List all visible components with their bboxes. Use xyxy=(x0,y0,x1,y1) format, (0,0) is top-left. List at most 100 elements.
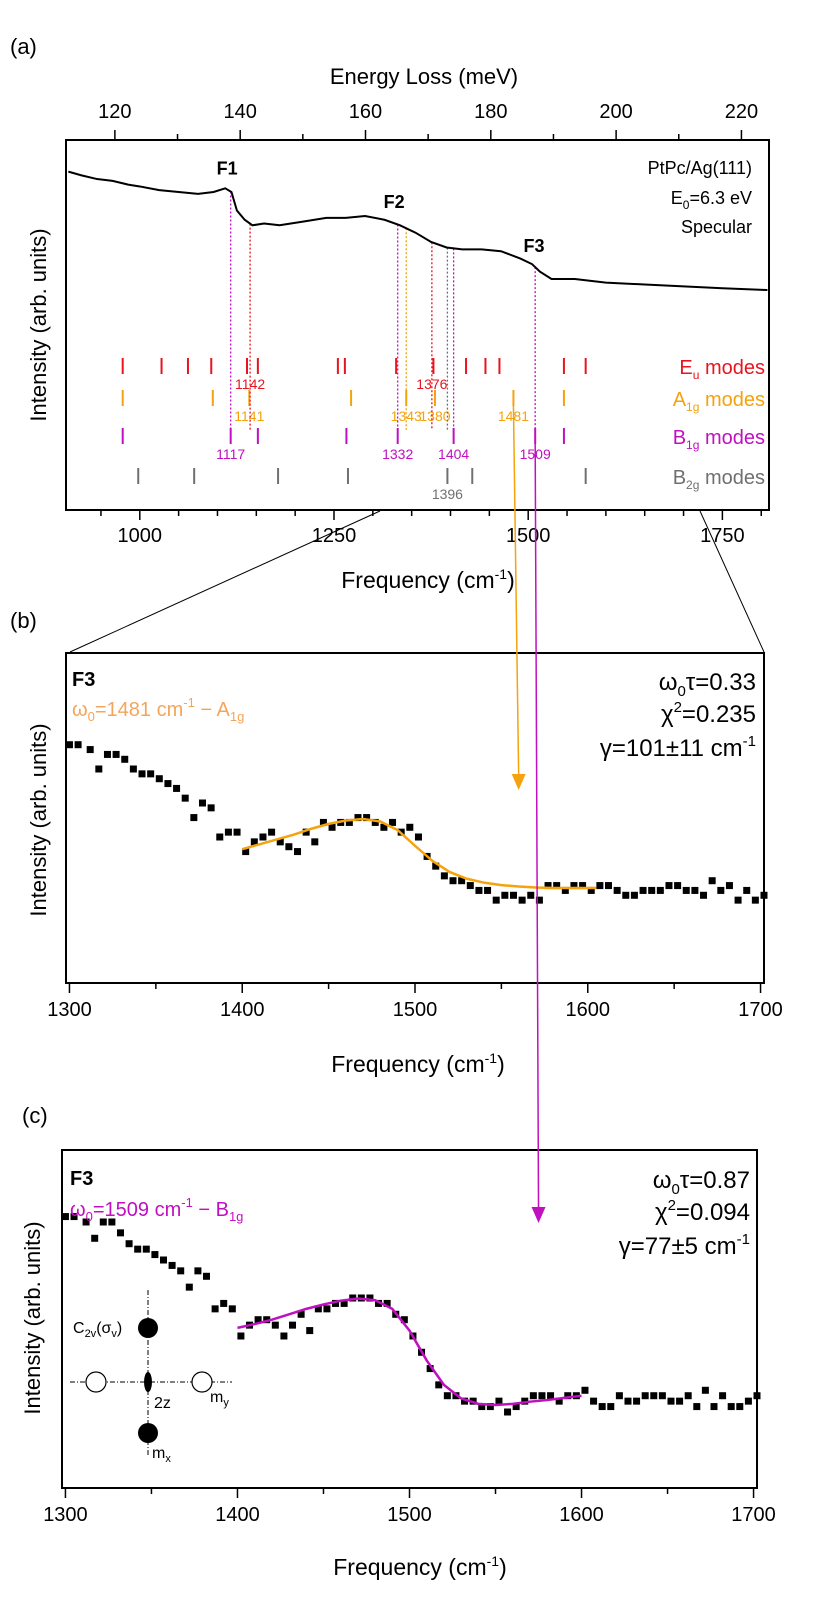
data-point xyxy=(650,1392,658,1400)
data-point xyxy=(579,882,587,890)
data-point xyxy=(151,1251,159,1259)
stat-chi2-b: χ2=0.235 xyxy=(661,699,756,728)
data-point xyxy=(268,828,276,836)
data-point xyxy=(237,1332,245,1340)
data-point xyxy=(211,1305,219,1313)
x-tick-label-a: 1750 xyxy=(700,525,745,547)
data-point xyxy=(194,1267,202,1275)
arrow-b1g-head xyxy=(531,1207,546,1223)
data-point xyxy=(512,1403,520,1411)
data-point xyxy=(440,872,448,880)
panel-b: (b) F3 ω0=1481 cm-1 − A1g ω0τ=0.33 χ2=0.… xyxy=(10,608,783,1077)
data-point xyxy=(314,1305,322,1313)
x-tick-label-b: 1400 xyxy=(220,999,265,1021)
data-point xyxy=(624,1397,632,1405)
data-point xyxy=(449,877,457,885)
data-point xyxy=(656,886,664,894)
x-tick-label-a: 1000 xyxy=(118,525,163,547)
legend-entry: Eu modes xyxy=(679,357,765,382)
omega-label-b: ω0=1481 cm-1 − A1g xyxy=(72,695,244,724)
arrow-b1g-line xyxy=(534,443,540,1210)
data-point xyxy=(475,886,483,894)
data-point xyxy=(271,1321,279,1329)
data-point xyxy=(177,1267,185,1275)
atom-left xyxy=(85,1371,107,1393)
symmetry-diagram: C2v(σv) 2z my mx xyxy=(70,1290,232,1465)
peak-label-c: F3 xyxy=(70,1168,93,1190)
x-axis-title-b: Frequency (cm-1) xyxy=(331,1050,505,1077)
x-tick-label-a: 1250 xyxy=(312,525,357,547)
data-point xyxy=(605,882,613,890)
data-point xyxy=(116,1229,124,1237)
x-tick-label-a: 1500 xyxy=(506,525,551,547)
data-point xyxy=(727,1403,735,1411)
data-point xyxy=(389,818,397,826)
fit-stats-b: ω0τ=0.33 χ2=0.235 γ=101±11 cm-1 xyxy=(600,669,756,762)
data-point xyxy=(544,882,552,890)
data-point xyxy=(129,765,137,773)
panel-label-a: (a) xyxy=(10,34,37,59)
data-point xyxy=(164,780,172,788)
data-point xyxy=(710,1403,718,1411)
y-axis-title-c: Intensity (arb. units) xyxy=(20,1221,45,1414)
data-point xyxy=(297,1310,305,1318)
data-point xyxy=(486,1403,494,1411)
sample-info: PtPc/Ag(111) E0=6.3 eV Specular xyxy=(648,158,752,237)
data-point xyxy=(276,838,284,846)
data-point xyxy=(142,1245,150,1253)
peak-label-b: F3 xyxy=(72,669,95,691)
top-tick-label: 140 xyxy=(223,101,256,123)
mode-value-label: 1141 xyxy=(234,408,264,424)
data-point xyxy=(719,1392,727,1400)
data-point xyxy=(432,862,440,870)
data-point xyxy=(461,1397,469,1405)
stat-omega-tau-c: ω0τ=0.87 xyxy=(653,1167,750,1198)
data-point xyxy=(259,833,267,841)
data-point xyxy=(443,1392,451,1400)
data-point xyxy=(86,746,94,754)
data-point xyxy=(564,1392,572,1400)
data-point xyxy=(306,1327,314,1335)
data-point xyxy=(121,755,129,763)
data-point xyxy=(70,1213,78,1221)
y-axis-title-b: Intensity (arb. units) xyxy=(26,723,51,916)
data-point xyxy=(340,1299,348,1307)
arrow-a1g-head xyxy=(511,774,526,790)
data-point xyxy=(495,1397,503,1405)
data-point xyxy=(622,891,630,899)
data-point xyxy=(224,828,232,836)
data-point xyxy=(400,1316,408,1324)
data-point xyxy=(743,886,751,894)
data-point xyxy=(674,882,682,890)
data-point xyxy=(426,1365,434,1373)
data-point xyxy=(633,1397,641,1405)
data-point xyxy=(492,896,500,904)
data-point xyxy=(708,877,716,885)
data-point xyxy=(203,1272,211,1280)
data-point xyxy=(168,1261,176,1269)
legend-entry: B2g modes xyxy=(673,467,765,492)
data-point xyxy=(289,1321,297,1329)
data-point xyxy=(74,741,82,749)
axis-ticks-b xyxy=(68,983,762,993)
data-point xyxy=(682,886,690,894)
data-point xyxy=(91,1234,99,1242)
data-point xyxy=(328,823,336,831)
mode-value-label: 1404 xyxy=(438,446,469,462)
data-point xyxy=(547,1392,555,1400)
mode-value-label: 1343 xyxy=(391,408,422,424)
data-point xyxy=(665,882,673,890)
hreels-spectrum-line xyxy=(68,170,768,292)
peak-label: F1 xyxy=(217,159,238,179)
data-point xyxy=(108,1218,116,1226)
c2-axis-symbol xyxy=(144,1372,152,1392)
top-tick-label: 200 xyxy=(599,101,632,123)
data-point xyxy=(155,775,163,783)
data-point xyxy=(693,1403,701,1411)
axis-2z-label: 2z xyxy=(154,1395,171,1412)
